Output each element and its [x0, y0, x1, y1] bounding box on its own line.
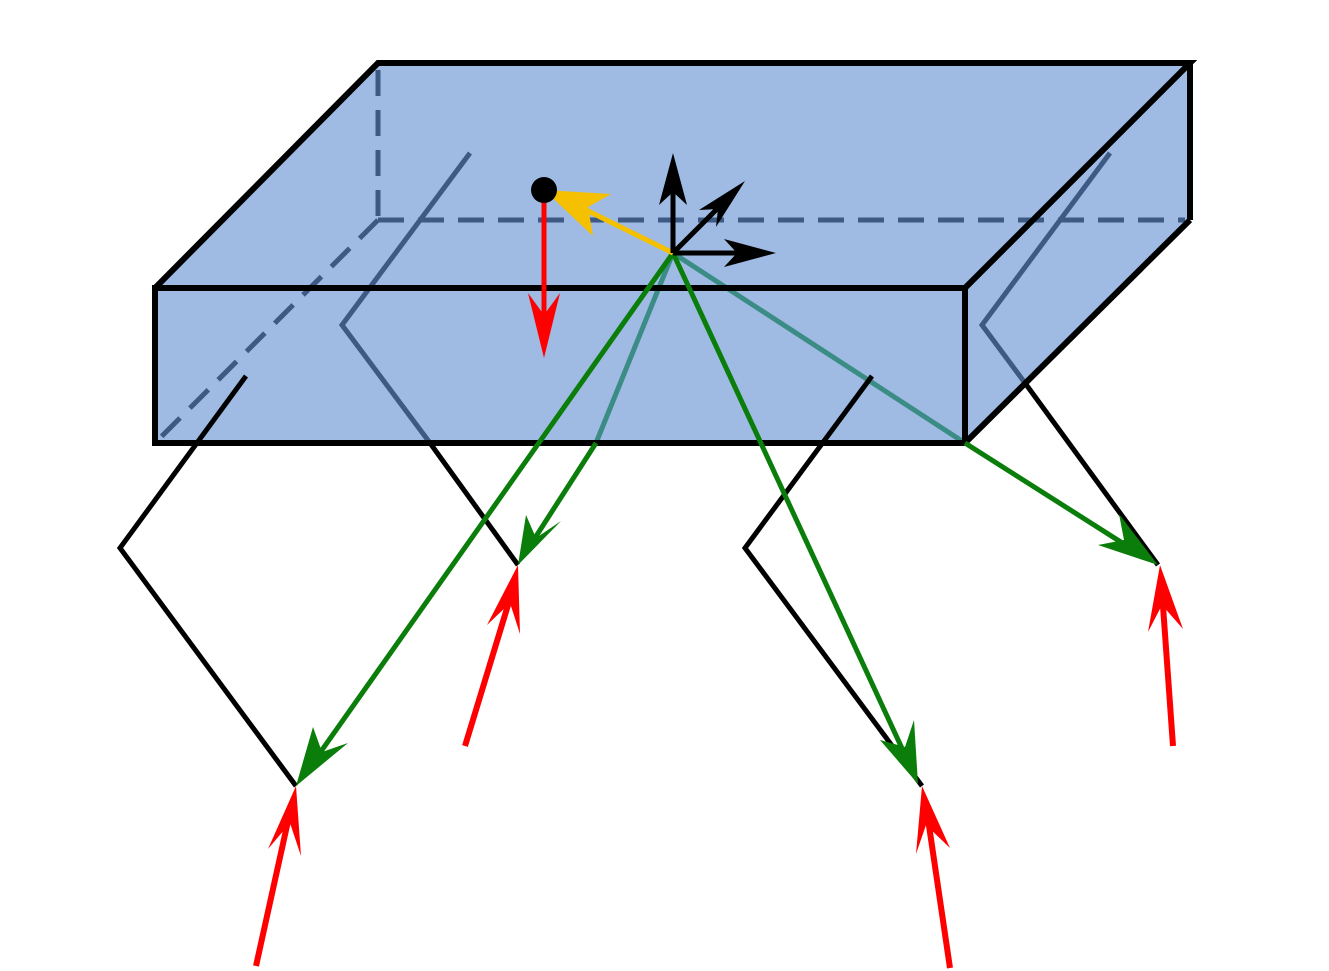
- leg-back-left-hidden: [338, 151, 473, 445]
- green-force-back-left: [518, 441, 599, 565]
- leg-front-right: [741, 374, 925, 788]
- red-ground-force-back-right: [1148, 565, 1183, 747]
- green-force-back-right: [963, 440, 1158, 565]
- red-ground-force-front-left: [253, 786, 301, 967]
- moment-arm-arrow: [544, 190, 675, 256]
- slab-outline-front: [152, 285, 968, 446]
- leg-back-left-visible: [427, 441, 521, 567]
- green-force-inside-slab-right: [671, 250, 967, 446]
- green-force-front-left: [296, 251, 676, 786]
- leg-back-right-hidden: [978, 151, 1113, 385]
- center-of-mass-dot: [531, 177, 557, 203]
- green-force-front-right: [670, 251, 918, 784]
- hidden-edge-left-bottom: [158, 218, 380, 440]
- red-ground-force-back-left: [462, 565, 520, 747]
- leg-front-left: [116, 374, 299, 788]
- slab-outline-right-bottom: [962, 217, 1193, 446]
- gravity-force-arrow: [528, 190, 560, 358]
- red-ground-force-front-right: [916, 786, 953, 969]
- slab-side-face: [965, 63, 1190, 443]
- green-force-inside-slab: [593, 252, 676, 444]
- coordinate-frame-axes: [659, 153, 776, 267]
- leg-back-right-visible: [1022, 381, 1161, 567]
- slab-outline-top: [152, 60, 1198, 291]
